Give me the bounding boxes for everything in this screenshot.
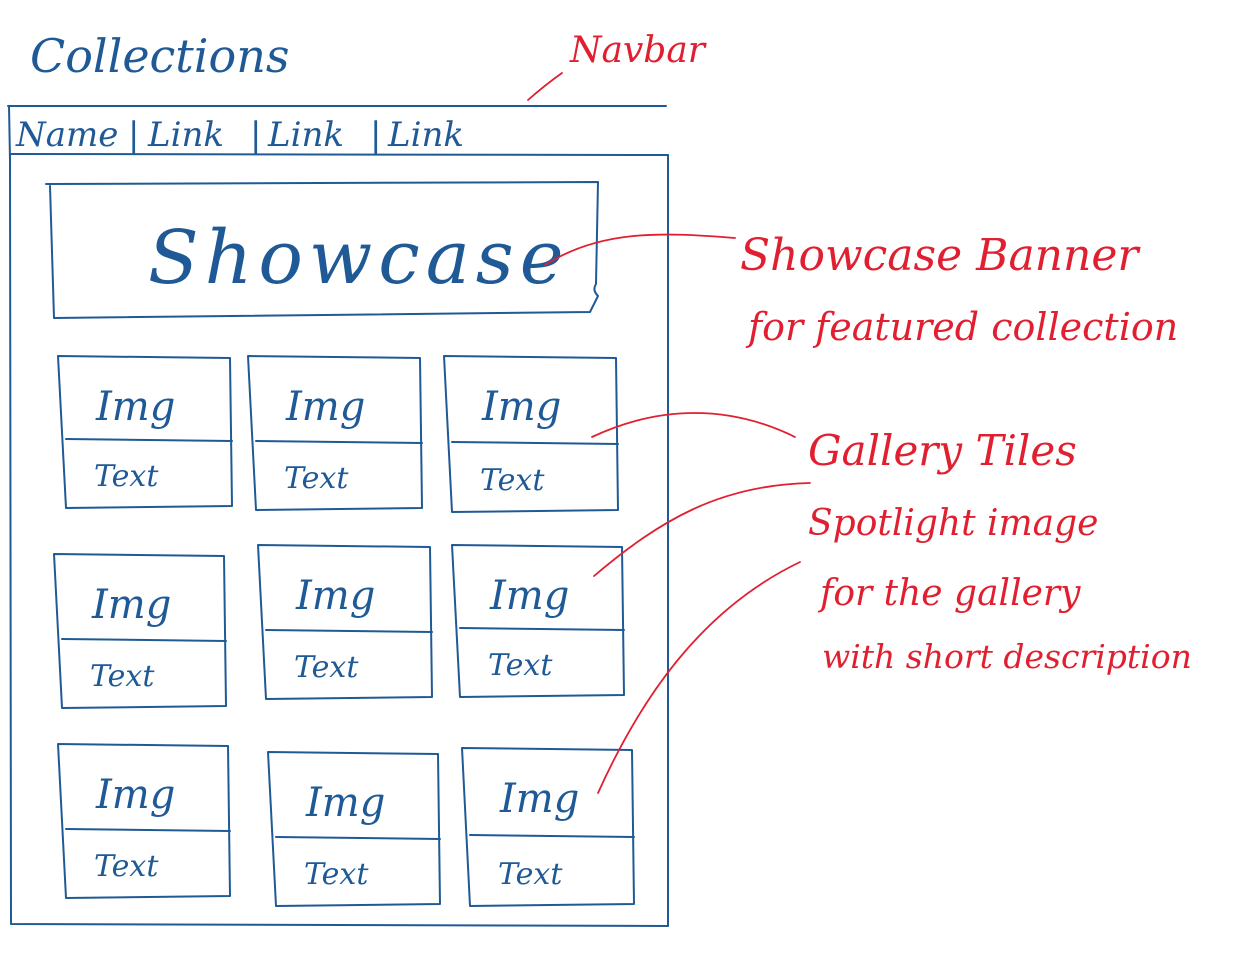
gallery-tile-frame (267, 751, 441, 907)
gallery-tile-description: Text (94, 459, 159, 494)
navbar-separator: | (128, 115, 139, 155)
gallery-grid: ImgTextImgTextImgTextImgTextImgTextImgTe… (53, 355, 635, 907)
gallery-annotation-pointer-1 (591, 412, 796, 438)
gallery-tile-frame (247, 355, 423, 511)
gallery-tile-image-placeholder: Img (499, 776, 579, 822)
gallery-tile-divider (451, 441, 619, 445)
navbar-bottom-rule (9, 153, 669, 156)
gallery-tile-frame (57, 355, 233, 509)
gallery-tile-divider (469, 834, 635, 838)
navbar-link-2[interactable]: Link (267, 115, 344, 155)
gallery-annotation-pointer-2 (593, 482, 811, 577)
gallery-tile-description: Text (294, 650, 359, 685)
showcase-banner-frame (45, 181, 599, 319)
gallery-tile-divider (459, 627, 625, 631)
gallery-tile-image-placeholder: Img (95, 384, 175, 430)
gallery-tile-frame (443, 355, 619, 513)
gallery-tile-divider (255, 440, 423, 444)
gallery-tile-description: Text (284, 461, 349, 496)
navbar-separator: | (250, 115, 261, 155)
gallery-annotation-title: Gallery Tiles (808, 426, 1077, 475)
gallery-annotation-pointer-3 (597, 561, 801, 794)
gallery-tile-image-placeholder: Img (481, 384, 561, 430)
gallery-tile-frame (451, 544, 625, 698)
gallery-tile-description: Text (94, 849, 159, 884)
gallery-tile-frame (53, 553, 227, 709)
navbar-separator: | (370, 115, 381, 155)
showcase-annotation-pointer (544, 233, 736, 266)
gallery-annotation-line-3: with short description (822, 637, 1192, 676)
gallery-tile-frame (461, 747, 635, 907)
gallery-tile-divider (61, 638, 227, 642)
navbar-annotation: Navbar (569, 30, 707, 71)
navbar-left-edge (8, 105, 11, 161)
gallery-annotation-line-1: Spotlight image (808, 503, 1098, 544)
page-title: Collections (30, 29, 289, 83)
gallery-tile-description: Text (480, 463, 545, 498)
gallery-tile-image-placeholder: Img (95, 772, 175, 818)
page-frame (9, 154, 669, 927)
gallery-tile-frame (257, 544, 433, 700)
showcase-annotation-title: Showcase Banner (740, 230, 1141, 281)
navbar-brand[interactable]: Name (15, 115, 118, 155)
gallery-tile-frame (57, 743, 231, 899)
gallery-tile-image-placeholder: Img (285, 384, 365, 430)
navbar-link-3[interactable]: Link (387, 115, 464, 155)
gallery-tile-description: Text (488, 648, 553, 683)
gallery-tile-image-placeholder: Img (91, 582, 171, 628)
gallery-tile-description: Text (90, 659, 155, 694)
gallery-tile-image-placeholder: Img (305, 780, 385, 826)
gallery-tile-description: Text (498, 857, 563, 892)
gallery-tile-divider (65, 438, 233, 442)
gallery-annotation-line-2: for the gallery (817, 573, 1081, 614)
navbar: Name | Link | Link | Link (15, 115, 464, 155)
gallery-tile-image-placeholder: Img (295, 573, 375, 619)
gallery-tile-divider (265, 629, 433, 633)
gallery-tile-divider (65, 828, 231, 832)
gallery-tile-image-placeholder: Img (489, 573, 569, 619)
gallery-tile-description: Text (304, 857, 369, 892)
showcase-banner-label: Showcase (148, 215, 570, 301)
navbar-annotation-pointer (527, 72, 563, 101)
showcase-annotation-subtitle: for featured collection (745, 305, 1178, 349)
showcase-banner[interactable]: Showcase (45, 181, 599, 319)
navbar-link-1[interactable]: Link (147, 115, 224, 155)
gallery-tile-divider (275, 836, 441, 840)
